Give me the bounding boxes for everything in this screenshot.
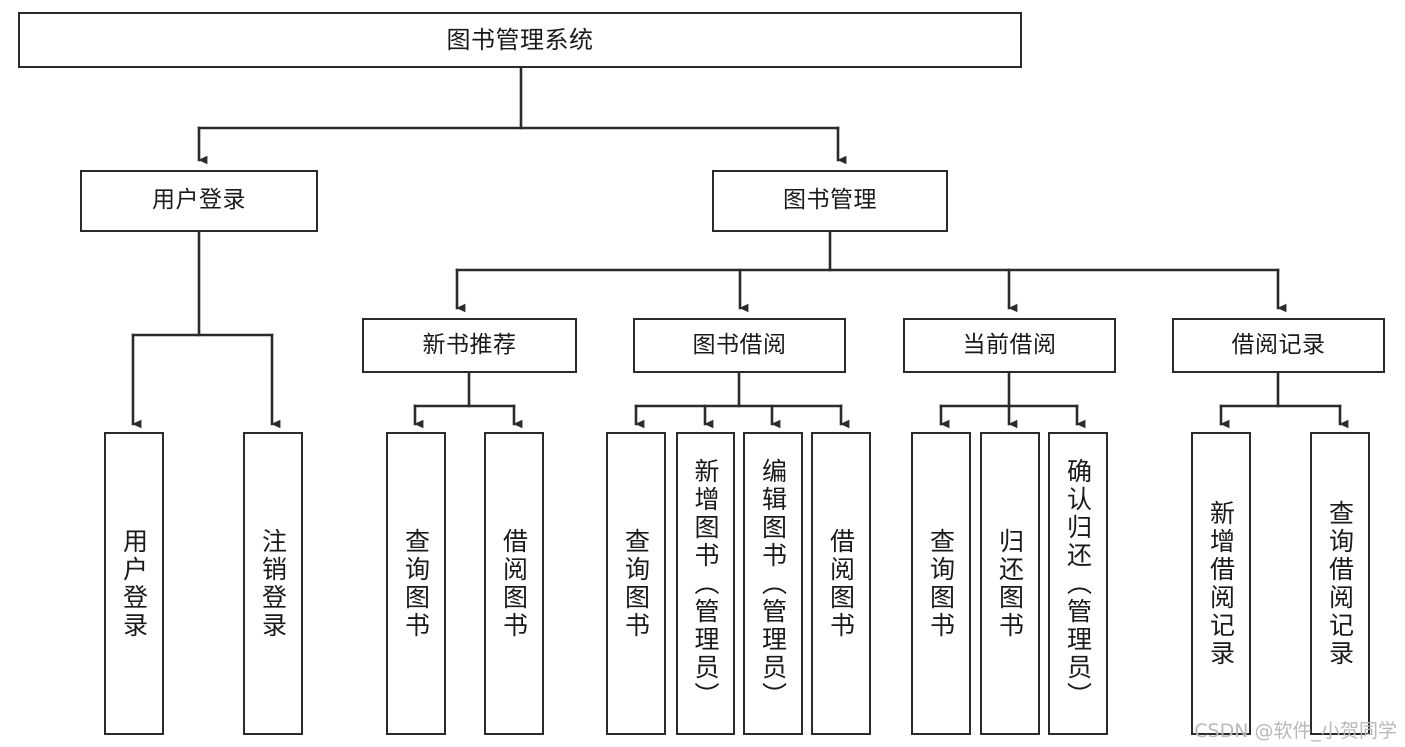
node-user-login[interactable]: 用户登录 [80,170,318,232]
node-current-borrowing[interactable]: 当前借阅 [903,318,1116,373]
node-label: 查询图书 [401,527,431,640]
node-label: 图书管理 [783,187,877,214]
leaf-query-book-newbook[interactable]: 查询图书 [386,432,446,735]
leaf-query-borrow-record[interactable]: 查询借阅记录 [1310,432,1370,735]
node-label: 查询图书 [621,527,651,640]
leaf-return-book[interactable]: 归还图书 [980,432,1040,735]
node-label: 借阅图书 [826,527,856,640]
leaf-add-book-admin[interactable]: 新增图书（管理员） [676,432,735,735]
node-label: 新增借阅记录 [1206,499,1236,668]
node-label: 查询图书 [926,527,956,640]
node-label: 新书推荐 [422,331,517,358]
node-book-borrowing[interactable]: 图书借阅 [633,318,846,373]
leaf-edit-book-admin[interactable]: 编辑图书（管理员） [743,432,803,735]
node-label: 编辑图书（管理员） [758,457,788,710]
node-borrow-records[interactable]: 借阅记录 [1172,318,1385,373]
leaf-confirm-return-admin[interactable]: 确认归还（管理员） [1048,432,1108,735]
node-label: 归还图书 [995,527,1025,640]
node-label: 用户登录 [152,187,246,214]
node-label: 借阅记录 [1231,331,1326,358]
leaf-query-book-current[interactable]: 查询图书 [911,432,971,735]
node-label: 借阅图书 [499,527,529,640]
node-label: 当前借阅 [962,331,1057,358]
node-book-management[interactable]: 图书管理 [712,170,948,232]
leaf-user-login[interactable]: 用户登录 [104,432,164,735]
leaf-logout[interactable]: 注销登录 [243,432,303,735]
node-label: 图书借阅 [692,331,787,358]
csdn-watermark: CSDN @软件_小贺同学 [1194,720,1397,742]
leaf-query-book-borrow[interactable]: 查询图书 [606,432,666,735]
leaf-borrow-book-newbook[interactable]: 借阅图书 [484,432,544,735]
node-label: 新增图书（管理员） [691,457,720,710]
node-label: 确认归还（管理员） [1063,457,1093,710]
node-label: 注销登录 [258,527,288,640]
node-label: 查询借阅记录 [1325,499,1355,668]
node-label: 用户登录 [119,527,149,640]
leaf-add-borrow-record[interactable]: 新增借阅记录 [1191,432,1251,735]
node-new-book-recommendation[interactable]: 新书推荐 [362,318,577,373]
leaf-borrow-book[interactable]: 借阅图书 [811,432,871,735]
node-root-book-management-system[interactable]: 图书管理系统 [18,12,1022,68]
node-label: 图书管理系统 [446,25,594,54]
